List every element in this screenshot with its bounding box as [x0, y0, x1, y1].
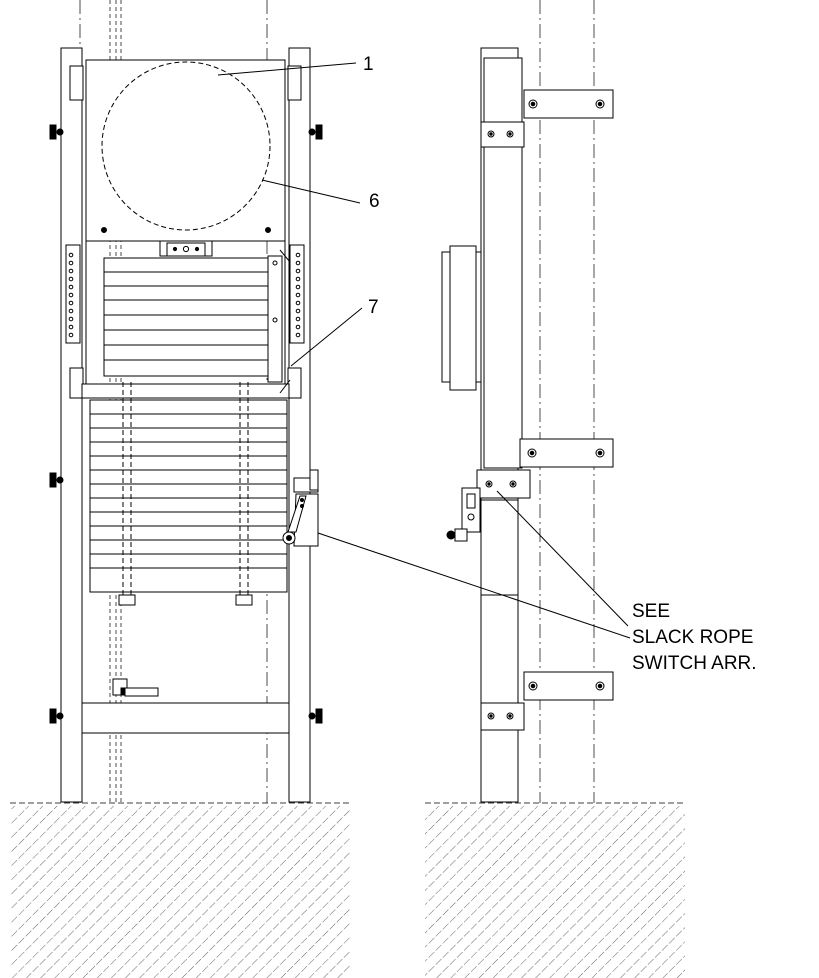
guide-shoe-left: [65, 244, 81, 344]
leader-7: [290, 307, 363, 367]
bracket-middle: [476, 438, 614, 499]
slack-rope-switch-front: [282, 469, 319, 547]
callout-6: 6: [369, 191, 380, 212]
floor-left: [10, 802, 350, 978]
bracket-bottom: [480, 671, 614, 731]
tie-rods: [122, 382, 249, 598]
rail-bolts-right: [308, 124, 323, 724]
floor-right: [425, 802, 685, 978]
lower-switch-bracket: [112, 678, 159, 697]
callout-1: 1: [363, 54, 374, 75]
upper-weight-stack: [103, 257, 269, 377]
leader-lines: [217, 62, 631, 639]
sheave-outline: [101, 61, 271, 231]
note-line-3: SWITCH ARR.: [632, 653, 757, 674]
lower-weight-stack: [89, 399, 288, 593]
note-line-2: SLACK ROPE: [632, 627, 753, 648]
leader-6: [261, 179, 361, 204]
side-view: [441, 47, 614, 803]
leader-1: [217, 62, 357, 76]
bracket-top: [480, 89, 614, 148]
upper-plate: [85, 59, 286, 242]
rail-bolts-left: [49, 124, 64, 724]
slack-rope-switch-side: [446, 487, 481, 542]
leader-see-front: [317, 532, 631, 639]
leader-see-side: [496, 490, 629, 627]
callout-7: 7: [368, 297, 379, 318]
right-rail: [288, 47, 311, 803]
left-rail: [60, 47, 83, 803]
note-line-1: SEE: [632, 601, 670, 622]
lower-cross-member: [81, 702, 290, 734]
front-view: [49, 47, 323, 803]
guide-shoe-right: [289, 244, 305, 344]
